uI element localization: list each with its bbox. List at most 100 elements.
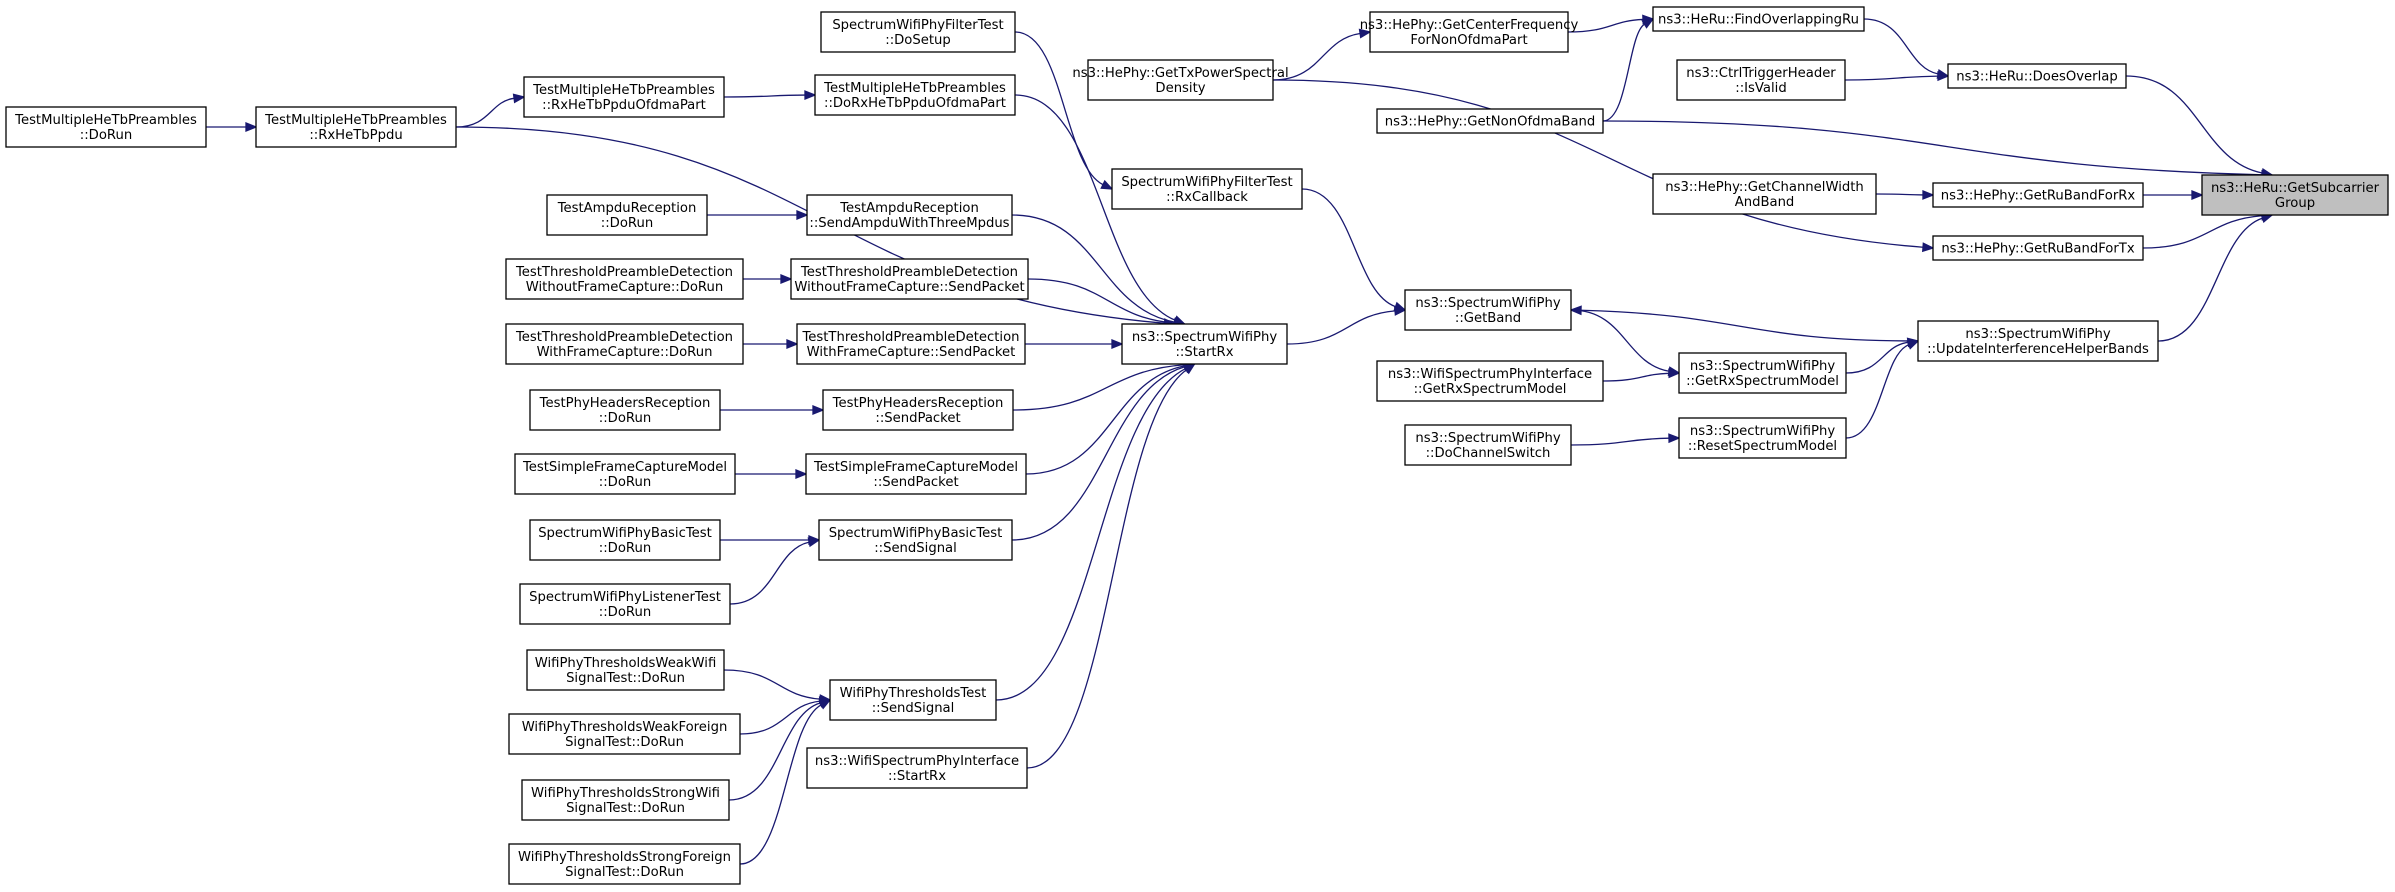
node-testmultiplehetbpreambles-rxhetbppduofdmapart[interactable]: TestMultipleHeTbPreambles::RxHeTbPpduOfd…	[523, 76, 725, 118]
node-label: ::SendSignal	[872, 701, 955, 716]
node-ns3-hephy-getcenterfrequencyfornonofdmapart[interactable]: ns3::HePhy::GetCenterFrequencyForNonOfdm…	[1360, 11, 1579, 53]
node-label: TestSimpleFrameCaptureModel	[522, 460, 727, 475]
edge-n5-to-n11	[1014, 31, 1114, 190]
node-wifiphythresholdsweakforeignsignaltest-dorun[interactable]: WifiPhyThresholdsWeakForeignSignalTest::…	[508, 713, 741, 755]
node-ns3-spectrumwifiphy-updateinterferencehelperbands[interactable]: ns3::SpectrumWifiPhy::UpdateInterference…	[1917, 320, 2159, 362]
edge-n6-to-n1	[1844, 71, 1950, 82]
node-wifiphythresholdsstrongforeignsignaltest-dorun[interactable]: WifiPhyThresholdsStrongForeignSignalTest…	[508, 843, 741, 885]
node-box	[1376, 360, 1604, 402]
edge-line	[1272, 32, 1361, 81]
edge-arrowhead	[1358, 28, 1372, 39]
edge-arrowhead	[1668, 433, 1681, 444]
node-testampdureception-sendampduwiththreempdus[interactable]: TestAmpduReception::SendAmpduWithThreeMp…	[806, 194, 1013, 236]
node-testsimpleframecapturemodel-sendpacket[interactable]: TestSimpleFrameCaptureModel::SendPacket	[805, 453, 1027, 495]
node-label: WifiPhyThresholdsWeakForeign	[522, 720, 728, 735]
node-box	[529, 389, 721, 431]
node-spectrumwifiphybasictest-dorun[interactable]: SpectrumWifiPhyBasicTest::DoRun	[529, 519, 721, 561]
node-label: ::RxCallback	[1166, 190, 1248, 205]
node-box	[822, 389, 1014, 431]
node-box	[805, 453, 1027, 495]
node-label: ns3::SpectrumWifiPhy	[1415, 431, 1560, 446]
node-spectrumwifiphylistenertest-dorun[interactable]: SpectrumWifiPhyListenerTest::DoRun	[519, 583, 731, 625]
node-testmultiplehetbpreambles-dorxhetbppduofdmapart[interactable]: TestMultipleHeTbPreambles::DoRxHeTbPpduO…	[814, 74, 1016, 116]
node-testampdureception-dorun[interactable]: TestAmpduReception::DoRun	[546, 194, 708, 236]
node-label: ns3::HeRu::GetSubcarrier	[2211, 181, 2380, 196]
edge-n40-to-n36	[739, 699, 832, 865]
node-testthresholdpreambledetectionwithoutframecapture-sendpacket[interactable]: TestThresholdPreambleDetectionWithoutFra…	[790, 258, 1029, 300]
node-spectrumwifiphybasictest-sendsignal[interactable]: SpectrumWifiPhyBasicTest::SendSignal	[818, 519, 1013, 561]
edge-n36-to-n18	[995, 363, 1197, 701]
node-label: TestMultipleHeTbPreambles	[532, 83, 715, 98]
node-ns3-ctrltriggerheader-isvalid[interactable]: ns3::CtrlTriggerHeader::IsValid	[1676, 59, 1846, 101]
edge-arrowhead	[812, 405, 825, 415]
node-ns3-heru-doesoverlap[interactable]: ns3::HeRu::DoesOverlap	[1947, 63, 2127, 89]
node-ns3-wifispectrumphyinterface-startrx[interactable]: ns3::WifiSpectrumPhyInterface::StartRx	[806, 747, 1028, 789]
node-layer: ns3::HeRu::GetSubcarrierGroupns3::HeRu::…	[5, 6, 2389, 885]
node-testphyheadersreception-sendpacket[interactable]: TestPhyHeadersReception::SendPacket	[822, 389, 1014, 431]
edge-arrowhead	[804, 90, 817, 101]
node-ns3-wifispectrumphyinterface-getrxspectrummodel[interactable]: ns3::WifiSpectrumPhyInterface::GetRxSpec…	[1376, 360, 1604, 402]
node-ns3-hephy-getnonofdmaband[interactable]: ns3::HePhy::GetNonOfdmaBand	[1376, 108, 1604, 134]
edge-line	[2157, 217, 2263, 342]
node-label: ns3::HeRu::DoesOverlap	[1956, 70, 2117, 85]
edge-n30-to-n29	[720, 405, 825, 415]
edge-arrowhead	[1922, 189, 1935, 200]
node-testsimpleframecapturemodel-dorun[interactable]: TestSimpleFrameCaptureModel::DoRun	[514, 453, 736, 495]
edge-arrowhead	[1641, 18, 1655, 29]
edge-line	[1844, 75, 1939, 81]
node-label: TestMultipleHeTbPreambles	[264, 113, 447, 128]
edge-line	[1011, 366, 1186, 541]
edge-line	[723, 94, 806, 98]
node-wifiphythresholdsweakwifisignaltest-dorun[interactable]: WifiPhyThresholdsWeakWifiSignalTest::DoR…	[526, 649, 725, 691]
edge-n31-to-n18	[1025, 361, 1197, 475]
node-testthresholdpreambledetectionwithframecapture-dorun[interactable]: TestThresholdPreambleDetectionWithFrameC…	[505, 323, 744, 365]
edge-n4-to-n3	[1272, 28, 1372, 81]
node-label: SpectrumWifiPhyListenerTest	[529, 590, 721, 605]
node-ns3-spectrumwifiphy-startrx[interactable]: ns3::SpectrumWifiPhy::StartRx	[1121, 323, 1288, 365]
node-label: ns3::HePhy::GetCenterFrequency	[1360, 18, 1579, 33]
edge-arrowhead	[1906, 340, 1920, 350]
node-label: ::IsValid	[1735, 81, 1786, 96]
node-label: SpectrumWifiPhyBasicTest	[829, 526, 1003, 541]
node-wifiphythresholdsstrongwifisignaltest-dorun[interactable]: WifiPhyThresholdsStrongWifiSignalTest::D…	[521, 779, 730, 821]
node-spectrumwifiphyfiltertest-rxcallback[interactable]: SpectrumWifiPhyFilterTest::RxCallback	[1111, 168, 1303, 210]
edge-line	[2125, 75, 2263, 174]
node-spectrumwifiphyfiltertest-dosetup[interactable]: SpectrumWifiPhyFilterTest::DoSetup	[820, 11, 1016, 53]
node-label: ns3::SpectrumWifiPhy	[1965, 327, 2110, 342]
node-ns3-spectrumwifiphy-getband[interactable]: ns3::SpectrumWifiPhy::GetBand	[1404, 289, 1572, 331]
edge-n7-to-n2	[1602, 18, 1655, 122]
node-testthresholdpreambledetectionwithoutframecapture-dorun[interactable]: TestThresholdPreambleDetectionWithoutFra…	[505, 258, 744, 300]
node-ns3-spectrumwifiphy-getrxspectrummodel[interactable]: ns3::SpectrumWifiPhy::GetRxSpectrumModel	[1678, 352, 1847, 394]
edge-arrowhead	[1668, 368, 1681, 379]
node-ns3-spectrumwifiphy-dochannelswitch[interactable]: ns3::SpectrumWifiPhy::DoChannelSwitch	[1404, 424, 1572, 466]
edge-arrowhead	[796, 210, 809, 220]
node-testthresholdpreambledetectionwithframecapture-sendpacket[interactable]: TestThresholdPreambleDetectionWithFrameC…	[796, 323, 1026, 365]
node-box	[5, 106, 207, 148]
edge-n13-to-n0	[2157, 213, 2274, 342]
edge-n41-to-n18	[1026, 362, 1196, 769]
node-ns3-hephy-getrubandforrx[interactable]: ns3::HePhy::GetRuBandForRx	[1932, 182, 2144, 208]
node-label: ::GetRxSpectrumModel	[1686, 374, 1839, 389]
node-label: ::DoRun	[599, 475, 651, 490]
edge-line	[1580, 309, 1919, 342]
node-label: TestAmpduReception	[839, 201, 979, 216]
node-testmultiplehetbpreambles-dorun[interactable]: TestMultipleHeTbPreambles::DoRun	[5, 106, 207, 148]
edge-line	[1570, 437, 1670, 446]
node-ns3-hephy-getrubandfortx[interactable]: ns3::HePhy::GetRuBandForTx	[1932, 235, 2144, 261]
node-label: ::DoRun	[601, 216, 653, 231]
node-ns3-spectrumwifiphy-resetspectrummodel[interactable]: ns3::SpectrumWifiPhy::ResetSpectrumModel	[1678, 417, 1847, 459]
node-box	[829, 679, 997, 721]
edge-n9-to-n0	[2143, 190, 2204, 200]
edge-arrowhead	[786, 339, 799, 349]
node-testmultiplehetbpreambles-rxhetbppdu[interactable]: TestMultipleHeTbPreambles::RxHeTbPpdu	[255, 106, 457, 148]
node-wifiphythresholdstest-sendsignal[interactable]: WifiPhyThresholdsTest::SendSignal	[829, 679, 997, 721]
edge-n34-to-n33	[720, 535, 821, 545]
node-box	[508, 843, 741, 885]
node-testphyheadersreception-dorun[interactable]: TestPhyHeadersReception::DoRun	[529, 389, 721, 431]
node-ns3-heru-findoverlappingru[interactable]: ns3::HeRu::FindOverlappingRu	[1652, 6, 1865, 32]
edge-n13-to-n12	[1569, 305, 1919, 342]
node-label: TestThresholdPreambleDetection	[800, 265, 1018, 280]
